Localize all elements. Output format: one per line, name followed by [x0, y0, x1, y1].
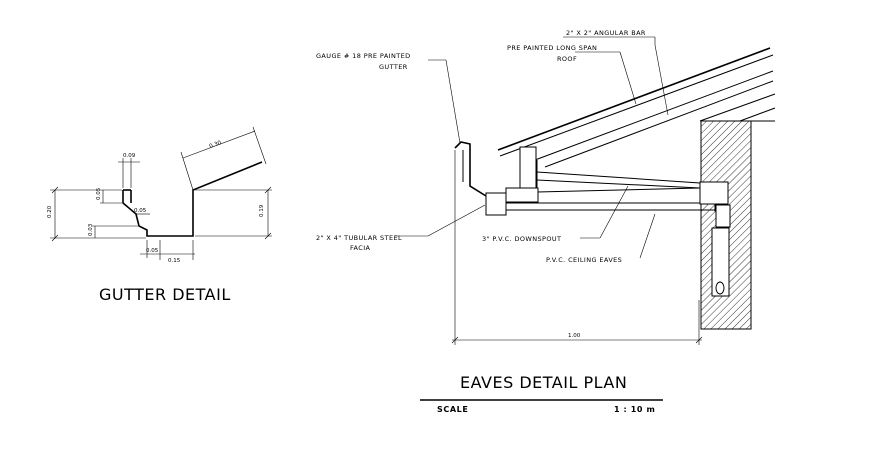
label-angular-bar: 2" X 2" ANGULAR BAR: [566, 29, 646, 37]
facia: [485, 192, 507, 216]
scale-value: 1 : 10 m: [614, 405, 655, 414]
dim-left-height: 0.20: [47, 205, 53, 218]
label-gutter-line1: GAUGE # 18 PRE PAINTED: [316, 52, 411, 60]
dim-bottom-step: 0.05: [146, 248, 159, 254]
gutter-detail: 0.20 0.05 0.03 0.09 0.05 0.05 0.15 0.19: [47, 126, 272, 304]
eaves-detail-title: EAVES DETAIL PLAN: [460, 373, 627, 392]
label-downspout: 3" P.V.C. DOWNSPOUT: [482, 235, 561, 243]
label-roof-line1: PRE PAINTED LONG SPAN: [507, 44, 597, 52]
gutter: [454, 141, 487, 197]
dim-slope: 0.30: [209, 140, 223, 150]
dim-base-width: 0.15: [168, 258, 181, 264]
dim-top-width: 0.09: [123, 153, 136, 159]
label-facia-line1: 2" X 4" TUBULAR STEEL: [316, 234, 402, 242]
label-facia-line2: FACIA: [350, 244, 371, 252]
gutter-detail-title: GUTTER DETAIL: [99, 285, 231, 304]
dim-lip-height: 0.05: [96, 187, 102, 200]
label-roof-line2: ROOF: [557, 55, 577, 63]
label-gutter-line2: GUTTER: [379, 63, 408, 71]
roof-sheet: [497, 47, 771, 151]
gutter-profile: [122, 161, 263, 237]
dim-right-height: 0.19: [259, 204, 265, 217]
dim-small-height: 0.03: [88, 223, 94, 236]
label-ceiling: P.V.C. CEILING EAVES: [546, 256, 622, 264]
eaves-detail: 1.00 2" X 2" ANGULAR BAR PRE PAINTED LON…: [316, 29, 776, 414]
scale-label: SCALE: [437, 405, 468, 414]
dim-inner-width: 0.05: [134, 208, 147, 214]
dim-width: 1.00: [568, 333, 581, 339]
downspout-pipe: [711, 227, 730, 297]
